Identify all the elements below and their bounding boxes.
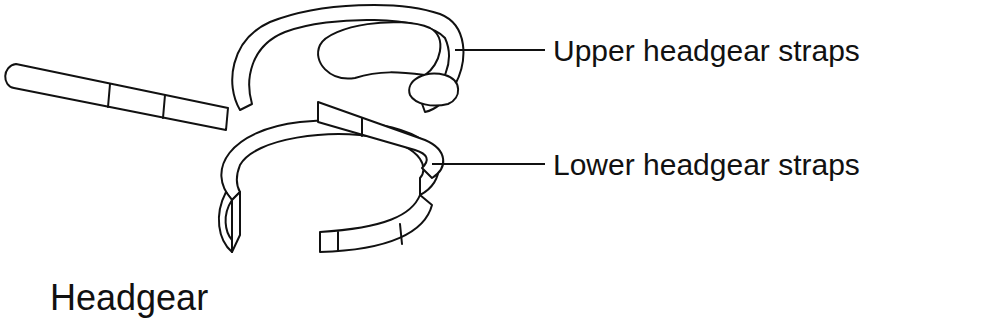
lower-strap-left-edge <box>232 192 240 252</box>
leader-line <box>432 163 545 165</box>
leader-line <box>455 49 545 51</box>
right-strap <box>318 102 443 178</box>
upper-cutout <box>318 22 440 78</box>
strap-division <box>337 232 339 251</box>
upper-side-loop <box>409 74 458 106</box>
strap-division <box>163 95 165 118</box>
left-strap <box>5 64 228 130</box>
strap-division <box>400 224 402 244</box>
part-label: Upper headgear straps <box>553 34 860 67</box>
strap-division <box>108 84 110 107</box>
part-label: Lower headgear straps <box>553 148 860 181</box>
upper-loop <box>232 5 463 112</box>
strap-division <box>361 118 363 136</box>
lower-strap-left <box>219 192 232 252</box>
figure-caption: Headgear <box>50 278 208 318</box>
lower-strap-right <box>320 195 432 252</box>
